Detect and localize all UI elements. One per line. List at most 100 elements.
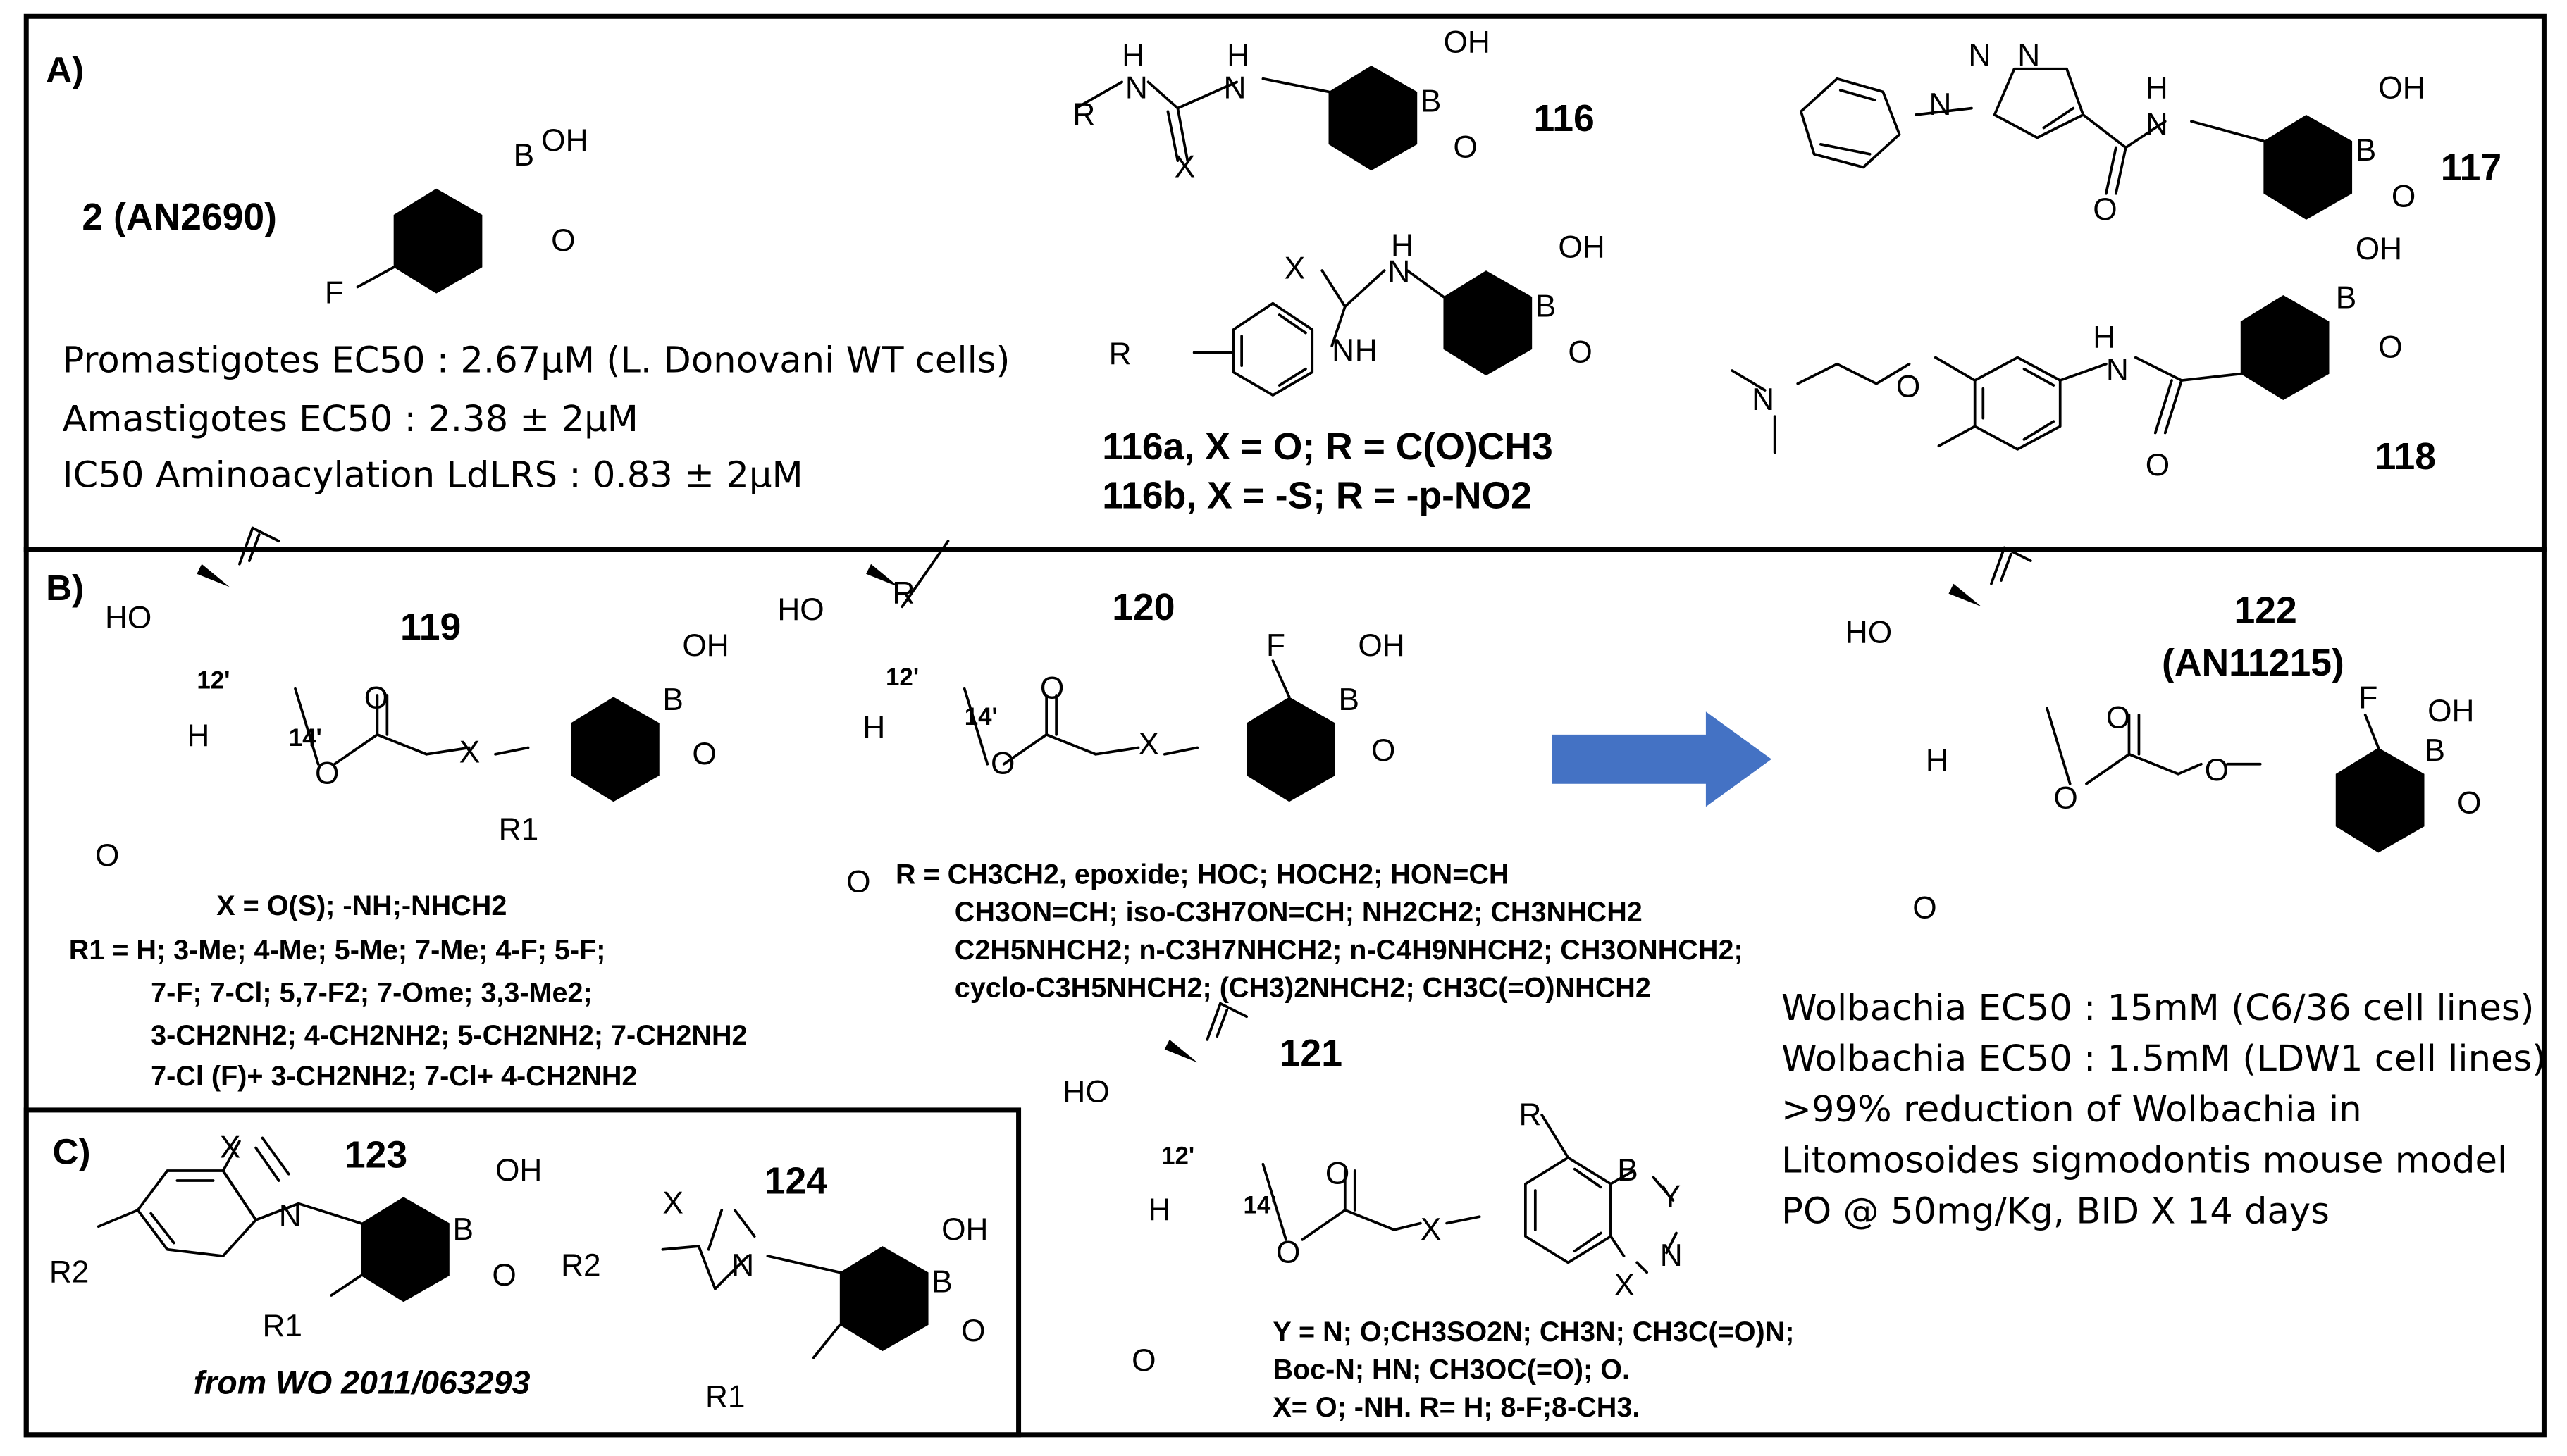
compound-117-boron: B xyxy=(2356,133,2376,168)
compound-116-x: X xyxy=(1175,149,1196,184)
compound-124-label: 124 xyxy=(765,1161,828,1202)
compound-116ab-nh-bottom-h: H xyxy=(1355,333,1378,368)
compound-120-carbonyl: O xyxy=(1040,671,1064,706)
compound-119-x-definition: X = O(S); -NH;-NHCH2 xyxy=(216,890,507,921)
compound-119-label: 119 xyxy=(400,606,461,648)
compound-120-ketone: O xyxy=(846,864,870,899)
panel-a-label: A) xyxy=(46,49,84,89)
compound-121-y-line3: X= O; -NH. R= H; 8-F;8-CH3. xyxy=(1273,1392,1640,1423)
wolbachia-reduction-line2: Litomosoides sigmodontis mouse model xyxy=(1781,1139,2507,1181)
compound-116b-caption: 116b, X = -S; R = -p-NO2 xyxy=(1102,475,1532,517)
compound-119-ketone: O xyxy=(95,838,119,873)
compound-123-x: X xyxy=(220,1130,241,1164)
compound-119-h: H xyxy=(187,718,209,753)
compound-121-label: 121 xyxy=(1280,1033,1342,1074)
compound-119-x: X xyxy=(459,735,481,769)
compound-117-carbonyl: O xyxy=(2093,192,2117,227)
compound-122-oxygen: O xyxy=(2457,786,2481,821)
compound-118-oxygen: O xyxy=(2378,330,2402,364)
wolbachia-c636-activity: Wolbachia EC50 : 15mM (C6/36 cell lines) xyxy=(1781,987,2535,1029)
compound-116ab-oxygen: O xyxy=(1568,335,1592,369)
compound-121-carbonyl: O xyxy=(1325,1157,1349,1191)
wolbachia-reduction-line1: >99% reduction of Wolbachia in xyxy=(1781,1088,2362,1131)
compound-118-nh: N xyxy=(2106,353,2129,387)
compound-121-h: H xyxy=(1148,1193,1170,1227)
compound-116-n-right: N xyxy=(1224,71,1247,106)
compound-117-n1: N xyxy=(1929,87,1951,122)
compound-116-nh-right: H xyxy=(1227,38,1249,73)
compound-117-n2: N xyxy=(1968,38,1991,73)
compound-119-r1-line3: 3-CH2NH2; 4-CH2NH2; 5-CH2NH2; 7-CH2NH2 xyxy=(151,1020,747,1051)
wolbachia-ldw1-activity: Wolbachia EC50 : 1.5mM (LDW1 cell lines) xyxy=(1781,1038,2546,1080)
compound-121-y: Y xyxy=(1660,1179,1681,1214)
compound-121-y-line1: Y = N; O;CH3SO2N; CH3N; CH3C(=O)N; xyxy=(1273,1317,1794,1348)
compound-121-x: X xyxy=(1421,1212,1442,1247)
compound-116ab-structure xyxy=(1192,231,1595,397)
compound-120-boron: B xyxy=(1338,683,1359,717)
compound-120-structure xyxy=(751,540,1199,869)
compound-121-ketone: O xyxy=(1132,1343,1156,1378)
compound-116ab-x: X xyxy=(1285,251,1306,286)
compound-124-boron: B xyxy=(932,1264,953,1299)
compound-118-ether-o: O xyxy=(1896,369,1920,404)
compound-123-n: N xyxy=(279,1199,302,1233)
compound-120-x: X xyxy=(1138,727,1159,761)
wolbachia-dosing: PO @ 50mg/Kg, BID X 14 days xyxy=(1781,1190,2330,1233)
compound-116ab-r: R xyxy=(1109,337,1132,371)
amastigotes-activity: Amastigotes EC50 : 2.38 ± 2μM xyxy=(62,398,638,440)
compound-2-fluorine: F xyxy=(325,276,344,311)
compound-122-ketone: O xyxy=(1912,891,1936,926)
compound-122-code: (AN11215) xyxy=(2162,642,2344,684)
compound-122-boron: B xyxy=(2424,733,2444,768)
compound-119-boron: B xyxy=(662,683,683,717)
compound-119-hydroxyl: OH xyxy=(682,628,729,663)
compound-116a-caption: 116a, X = O; R = C(O)CH3 xyxy=(1102,426,1552,468)
compound-119-oxygen: O xyxy=(692,737,716,771)
promastigotes-activity: Promastigotes EC50 : 2.67μM (L. Donovani… xyxy=(62,339,1010,381)
compound-123-structure xyxy=(97,1136,512,1302)
compound-117-nh: N xyxy=(2146,107,2168,142)
compound-117-oxygen: O xyxy=(2392,179,2416,213)
compound-116ab-nh-top-h: H xyxy=(1391,228,1414,263)
compound-121-ester-o: O xyxy=(1276,1235,1300,1269)
panel-b-frame xyxy=(23,547,2547,1438)
compound-122-carbonyl: O xyxy=(2106,701,2130,735)
compound-122-ester-o: O xyxy=(2053,781,2077,816)
compound-117-label: 117 xyxy=(2441,147,2501,189)
compound-124-structure xyxy=(661,1207,991,1359)
compound-122-fluorine: F xyxy=(2358,681,2377,716)
compound-117-n3: N xyxy=(2017,38,2040,73)
compound-122-label: 122 xyxy=(2234,590,2296,632)
compound-120-r-line4: cyclo-C3H5NHCH2; (CH3)2NHCH2; CH3C(=O)NH… xyxy=(955,972,1651,1003)
compound-2-boron: B xyxy=(514,138,535,173)
compound-116-oxygen: O xyxy=(1453,130,1477,164)
compound-2-oxygen: O xyxy=(551,223,575,258)
compound-123-oxygen: O xyxy=(492,1258,516,1293)
compound-117-nh-h: H xyxy=(2146,71,2168,106)
compound-121-y-line2: Boc-N; HN; CH3OC(=O); O. xyxy=(1273,1355,1630,1386)
compound-120-hydroxyl: OH xyxy=(1358,628,1404,663)
panel-c-label: C) xyxy=(52,1132,90,1172)
compound-119-boroarene xyxy=(571,657,722,802)
panel-c-frame xyxy=(23,1107,1022,1438)
compound-119-c12: 12' xyxy=(197,667,230,695)
compound-119-r1: R1 xyxy=(499,812,539,847)
compound-2-structure xyxy=(356,149,545,294)
compound-122-structure xyxy=(1833,546,2262,889)
compound-121-hydroxyl-ho: HO xyxy=(1063,1074,1109,1109)
compound-118-carbonyl: O xyxy=(2146,448,2170,483)
compound-116-hydroxyl: OH xyxy=(1443,25,1490,59)
compound-117-hydroxyl: OH xyxy=(2378,71,2425,106)
compound-123-r1: R1 xyxy=(262,1309,302,1343)
arrow-icon xyxy=(1552,711,1772,807)
compound-123-hydroxyl: OH xyxy=(495,1153,542,1188)
compound-123-label: 123 xyxy=(345,1134,407,1176)
compound-120-r-line3: C2H5NHCH2; n-C3H7NHCH2; n-C4H9NHCH2; CH3… xyxy=(955,935,1743,966)
compound-116ab-nh-bottom: N xyxy=(1332,333,1354,368)
aminoacylation-activity: IC50 Aminoacylation LdLRS : 0.83 ± 2μM xyxy=(62,454,803,496)
compound-122-ether-o: O xyxy=(2205,753,2229,788)
compound-120-oxygen: O xyxy=(1371,733,1395,768)
compound-118-label: 118 xyxy=(2375,436,2436,478)
compound-116ab-boron: B xyxy=(1535,289,1557,323)
